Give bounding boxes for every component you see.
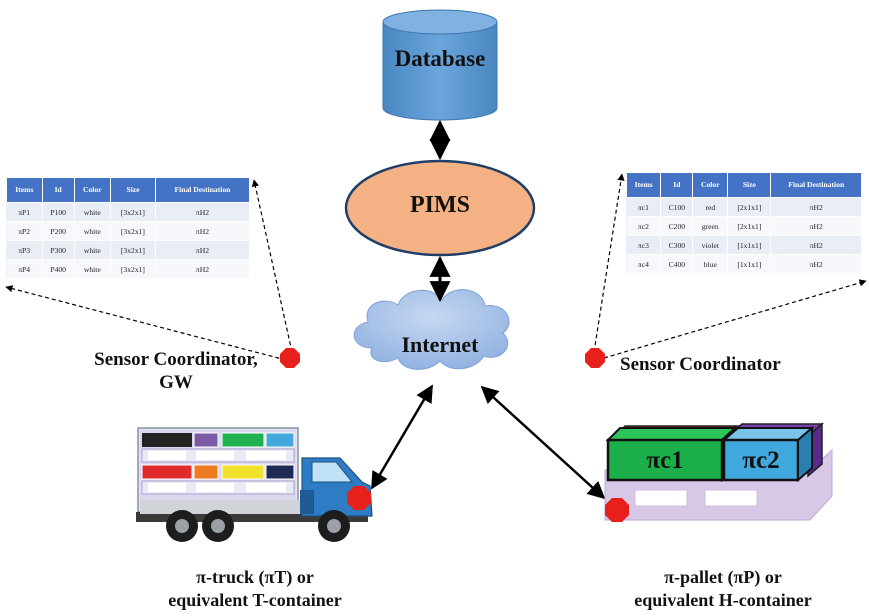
header-color: Color <box>692 172 729 198</box>
internet-cloud <box>353 289 510 370</box>
table-row: πc3 C300 violet [1x1x1] πH2 <box>626 235 862 255</box>
pallet-caption: π-pallet (πP) or equivalent H-container <box>600 566 846 612</box>
table-row: πP1 P100 white [3x2x1] πH2 <box>6 202 251 222</box>
header-size: Size <box>727 172 772 198</box>
right-callout <box>593 173 867 359</box>
cell: white <box>74 259 112 278</box>
header-final-destination: Final Destination <box>770 172 862 198</box>
table-row: πc1 C100 red [2x1x1] πH2 <box>626 197 862 217</box>
table-row: πc4 C400 blue [1x1x1] πH2 <box>626 254 862 273</box>
table-row: πP2 P200 white [3x2x1] πH2 <box>6 221 251 241</box>
cell: white <box>74 221 112 241</box>
internet-truck-link <box>370 384 434 490</box>
database-node <box>382 9 498 121</box>
sensor-truck-octagon <box>347 486 371 510</box>
cell: [3x2x1] <box>110 240 156 260</box>
cell: C100 <box>660 197 694 217</box>
cell: πc3 <box>626 235 662 255</box>
cell: [3x2x1] <box>110 202 156 222</box>
header-items: Items <box>625 172 662 198</box>
cell: white <box>74 202 112 222</box>
cell: πH2 <box>155 202 251 222</box>
cell: πH2 <box>155 240 251 260</box>
table-header-row: Items Id Color Size Final Destination <box>6 177 251 203</box>
table-header-row: Items Id Color Size Final Destination <box>625 172 862 198</box>
cell: πH2 <box>155 221 251 241</box>
sensor-right-octagon <box>585 348 605 368</box>
cell: [3x2x1] <box>110 221 156 241</box>
cell: P400 <box>42 259 75 278</box>
truck-caption-line2: equivalent T-container <box>168 590 342 610</box>
table-row: πP3 P300 white [3x2x1] πH2 <box>6 240 251 260</box>
cell: πc4 <box>626 254 662 273</box>
sensor-left-octagon <box>280 348 300 368</box>
pims-node <box>344 159 536 257</box>
cell: P200 <box>42 221 75 241</box>
database-label: Database <box>394 46 486 71</box>
left-callout <box>5 179 293 361</box>
cell: πP4 <box>6 259 43 278</box>
cell: blue <box>692 254 729 273</box>
sensor-right-label: Sensor Coordinator <box>620 354 781 375</box>
cell: πH2 <box>770 197 862 217</box>
internet-label: Internet <box>401 332 479 357</box>
cell: πc2 <box>626 216 662 236</box>
cell: πH2 <box>770 254 862 273</box>
cell: violet <box>692 235 729 255</box>
cell: [3x2x1] <box>110 259 156 278</box>
sensor-left-label: Sensor Coordinator, GW <box>76 348 276 394</box>
cell: green <box>692 216 729 236</box>
cell: πP2 <box>6 221 43 241</box>
cell: C300 <box>660 235 694 255</box>
cell: white <box>74 240 112 260</box>
truck-contents-table: Items Id Color Size Final Destination πP… <box>6 177 251 278</box>
header-size: Size <box>110 177 156 203</box>
truck-caption-line1: π-truck (πT) or <box>196 567 314 587</box>
pallet-caption-line2: equivalent H-container <box>634 590 812 610</box>
pallet-contents-table: Items Id Color Size Final Destination πc… <box>625 172 862 273</box>
header-color: Color <box>73 177 112 203</box>
header-items: Items <box>6 177 43 203</box>
sensor-left-line2: GW <box>159 372 193 393</box>
cell: C400 <box>660 254 694 273</box>
cell: πP3 <box>6 240 43 260</box>
pallet-caption-line1: π-pallet (πP) or <box>664 567 782 587</box>
box-pic1-label: πc1 <box>646 447 684 474</box>
box-pic2 <box>722 438 800 482</box>
box-pic2-label: πc2 <box>742 447 780 474</box>
cell: red <box>692 197 729 217</box>
header-id: Id <box>660 172 694 198</box>
table-row: πc2 C200 green [2x1x1] πH2 <box>626 216 862 236</box>
header-final-destination: Final Destination <box>154 177 251 203</box>
cell: [2x1x1] <box>727 216 772 236</box>
internet-pallet-link <box>480 385 606 500</box>
cell: P300 <box>42 240 75 260</box>
cell: [2x1x1] <box>727 197 772 217</box>
cell: πH2 <box>770 235 862 255</box>
truck-caption: π-truck (πT) or equivalent T-container <box>132 566 378 612</box>
cell: πH2 <box>155 259 251 278</box>
cell: πP1 <box>6 202 43 222</box>
pims-label: PIMS <box>410 192 470 218</box>
header-id: Id <box>41 177 75 203</box>
cell: πH2 <box>770 216 862 236</box>
cell: P100 <box>42 202 75 222</box>
cell: [1x1x1] <box>727 254 772 273</box>
cell: C200 <box>660 216 694 236</box>
cell: πc1 <box>626 197 662 217</box>
table-row: πP4 P400 white [3x2x1] πH2 <box>6 259 251 278</box>
pi-truck <box>136 427 373 542</box>
sensor-pallet-octagon <box>605 498 629 522</box>
sensor-left-line1: Sensor Coordinator, <box>94 349 258 370</box>
cell: [1x1x1] <box>727 235 772 255</box>
pi-pallet <box>604 422 833 521</box>
